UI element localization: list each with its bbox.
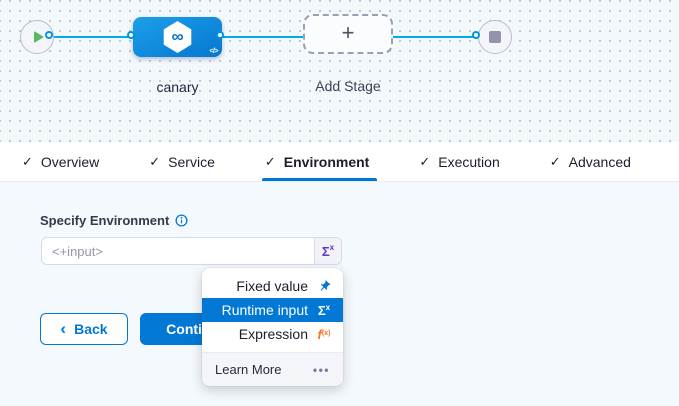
check-icon: ✓ xyxy=(149,154,160,170)
end-node-port[interactable] xyxy=(472,31,480,39)
info-icon[interactable] xyxy=(175,214,188,227)
tab-label: Environment xyxy=(284,154,370,170)
more-options-icon[interactable]: ••• xyxy=(313,363,330,377)
chevron-left-icon: ‹ xyxy=(60,320,66,337)
menu-item-label: Expression xyxy=(239,326,308,342)
menu-item-runtime-input[interactable]: Runtime input Σx xyxy=(202,298,343,322)
specify-environment-row: Specify Environment xyxy=(40,213,188,228)
multitype-dropdown-menu: Fixed value Runtime input Σx Expression … xyxy=(202,268,343,386)
stop-icon xyxy=(489,31,501,43)
infinity-icon: ∞ xyxy=(171,28,183,45)
sigma-icon: Σx xyxy=(316,303,332,318)
tab-advanced[interactable]: ✓ Advanced xyxy=(550,142,631,181)
multitype-options-list: Fixed value Runtime input Σx Expression … xyxy=(202,268,343,352)
menu-item-fixed-value[interactable]: Fixed value xyxy=(202,274,343,298)
play-icon xyxy=(34,31,44,43)
stage-right-port[interactable] xyxy=(216,31,224,39)
check-icon: ✓ xyxy=(550,154,561,170)
dropdown-footer: Learn More ••• xyxy=(202,352,343,386)
menu-item-label: Fixed value xyxy=(236,278,308,294)
menu-item-expression[interactable]: Expression f(x) xyxy=(202,322,343,346)
stage-node-canary[interactable]: ∞ </> xyxy=(133,17,222,57)
environment-input[interactable] xyxy=(42,238,314,264)
plus-icon: + xyxy=(342,22,355,44)
expression-icon: f(x) xyxy=(316,327,332,342)
stage-setup-tabbar: ✓ Overview ✓ Service ✓ Environment ✓ Exe… xyxy=(0,142,679,182)
add-stage-button[interactable]: + xyxy=(303,14,393,54)
tab-label: Execution xyxy=(438,154,499,170)
multi-type-button[interactable]: Σx xyxy=(314,238,341,264)
tab-environment[interactable]: ✓ Environment xyxy=(265,142,369,181)
deployment-stage-icon: ∞ xyxy=(163,21,193,53)
connector-line xyxy=(51,36,478,38)
stage-name-label: canary xyxy=(133,79,222,95)
add-stage-label: Add Stage xyxy=(296,78,400,94)
tab-label: Service xyxy=(168,154,215,170)
pipeline-canvas: ∞ </> + canary Add Stage xyxy=(0,0,679,142)
check-icon: ✓ xyxy=(419,154,430,170)
menu-item-label: Runtime input xyxy=(222,302,308,318)
tab-label: Overview xyxy=(41,154,99,170)
tab-label: Advanced xyxy=(569,154,631,170)
sigma-icon: Σx xyxy=(322,244,334,259)
environment-tab-panel: Specify Environment Σx ‹ Back Continue xyxy=(0,182,679,406)
check-icon: ✓ xyxy=(22,154,33,170)
environment-input-group: Σx xyxy=(41,237,342,265)
back-button-label: Back xyxy=(74,321,107,337)
specify-environment-label: Specify Environment xyxy=(40,213,169,228)
tab-service[interactable]: ✓ Service xyxy=(149,142,215,181)
learn-more-link[interactable]: Learn More xyxy=(215,362,281,377)
tab-overview[interactable]: ✓ Overview xyxy=(22,142,99,181)
pipeline-end-node[interactable] xyxy=(478,20,512,54)
code-icon[interactable]: </> xyxy=(209,48,218,55)
stage-left-port[interactable] xyxy=(127,31,135,39)
back-button[interactable]: ‹ Back xyxy=(40,313,128,345)
tab-execution[interactable]: ✓ Execution xyxy=(419,142,499,181)
start-node-port[interactable] xyxy=(45,31,53,39)
check-icon: ✓ xyxy=(265,154,276,170)
pin-icon xyxy=(316,280,332,293)
